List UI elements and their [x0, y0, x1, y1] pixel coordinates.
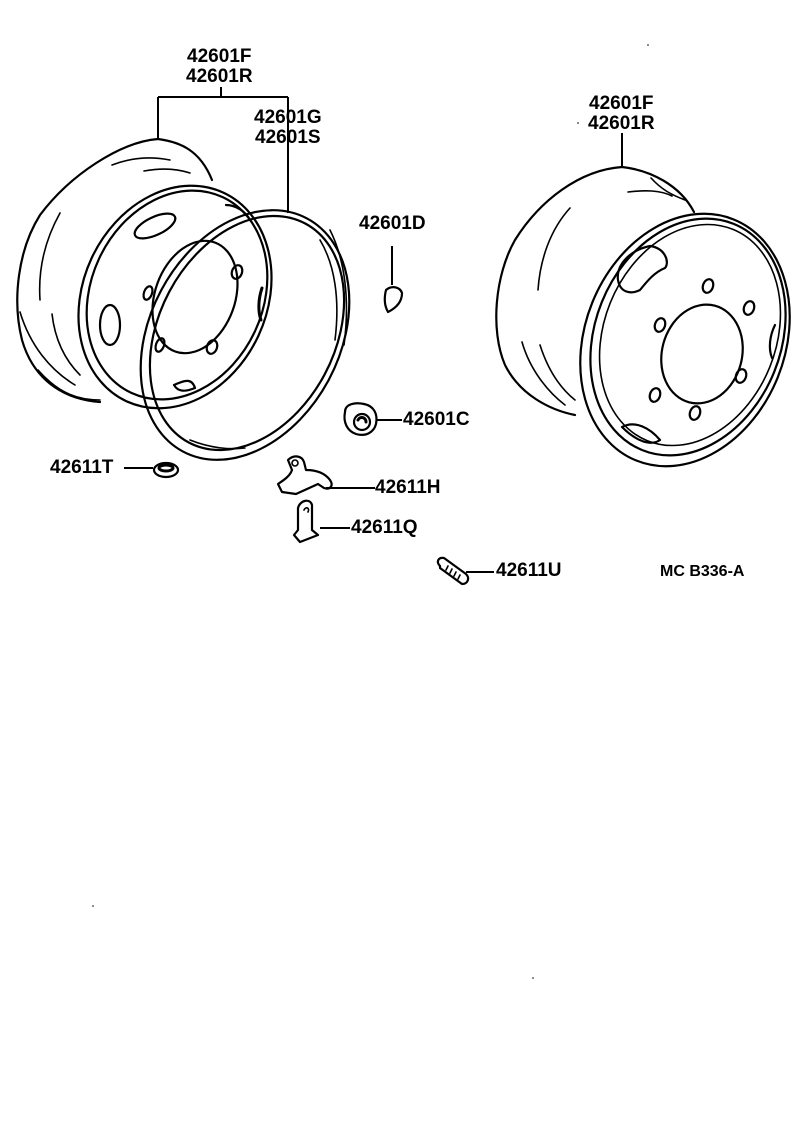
valve-clip-h-illustration	[276, 455, 375, 496]
stud-bolt-illustration	[436, 556, 494, 586]
part-label-right-wheel: 42601F 42601R	[588, 94, 655, 134]
part-label-left-wheel: 42601F 42601R	[186, 47, 253, 87]
left-wheel-illustration	[16, 87, 351, 461]
part-number-42601f-left: 42601F	[187, 46, 252, 67]
right-wheel-illustration	[495, 133, 791, 468]
part-label-side-ring: 42601G 42601S	[254, 108, 322, 148]
drawing-code: MC B336-A	[660, 563, 745, 580]
part-number-42611h: 42611H	[375, 477, 441, 498]
part-number-42601f-right: 42601F	[589, 93, 654, 114]
part-number-42601d: 42601D	[359, 213, 426, 234]
balance-weight-illustration	[383, 246, 404, 314]
valve-clip-q-illustration	[292, 499, 350, 544]
hub-nut-illustration	[343, 402, 402, 436]
part-number-42601s: 42601S	[255, 127, 321, 148]
part-number-42611q: 42611Q	[351, 517, 418, 538]
washer-illustration	[124, 461, 180, 479]
part-number-42601c: 42601C	[403, 409, 470, 430]
part-number-42601r-right: 42601R	[588, 113, 655, 134]
part-number-42601r-left: 42601R	[186, 66, 253, 87]
part-number-42601g: 42601G	[254, 107, 322, 128]
part-number-42611u: 42611U	[496, 560, 562, 581]
part-number-42611t: 42611T	[50, 457, 114, 478]
